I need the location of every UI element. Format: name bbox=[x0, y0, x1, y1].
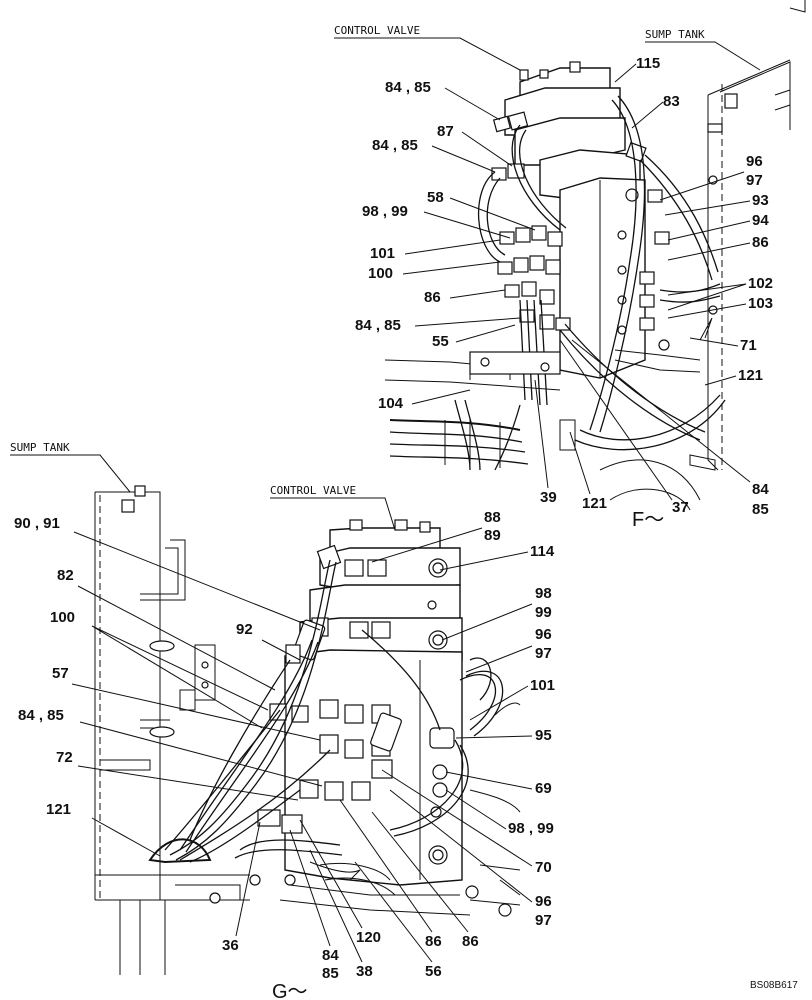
callout-55: 55 bbox=[432, 333, 449, 350]
callout-98-99-f: 98 , 99 bbox=[362, 203, 408, 220]
callout-56: 56 bbox=[425, 963, 442, 980]
callout-101-g: 101 bbox=[530, 677, 555, 694]
callout-72: 72 bbox=[56, 749, 73, 766]
view-f: CONTROL VALVE SUMP TANK 115 84 , 85 83 8… bbox=[334, 24, 791, 531]
caption-control-valve-g: CONTROL VALVE bbox=[270, 484, 356, 497]
callout-87: 87 bbox=[437, 123, 454, 140]
callout-121-f-a: 121 bbox=[738, 367, 763, 384]
callout-97-g-a: 97 bbox=[535, 645, 552, 662]
callout-120: 120 bbox=[356, 929, 381, 946]
view-label-f: F～ bbox=[632, 509, 664, 531]
callout-83: 83 bbox=[663, 93, 680, 110]
callout-37: 37 bbox=[672, 499, 689, 516]
callout-97-f: 97 bbox=[746, 172, 763, 189]
callout-121-f-b: 121 bbox=[582, 495, 607, 512]
callout-89: 89 bbox=[484, 527, 501, 544]
callout-58: 58 bbox=[427, 189, 444, 206]
callout-86-g-a: 86 bbox=[425, 933, 442, 950]
callout-93: 93 bbox=[752, 192, 769, 209]
callout-85-f: 85 bbox=[752, 501, 769, 518]
callout-102: 102 bbox=[748, 275, 773, 292]
callout-57: 57 bbox=[52, 665, 69, 682]
callout-104: 104 bbox=[378, 395, 404, 412]
callout-85-g: 85 bbox=[322, 965, 339, 982]
callout-114: 114 bbox=[530, 543, 555, 560]
caption-sump-tank-g: SUMP TANK bbox=[10, 441, 70, 454]
drawing-code: BS08B617 bbox=[750, 980, 798, 991]
callout-98-99-g: 98 , 99 bbox=[508, 820, 554, 837]
callout-36: 36 bbox=[222, 937, 239, 954]
view-label-g: G～ bbox=[272, 981, 308, 1000]
callout-92: 92 bbox=[236, 621, 253, 638]
callout-88: 88 bbox=[484, 509, 501, 526]
callout-69: 69 bbox=[535, 780, 552, 797]
callout-99-g: 99 bbox=[535, 604, 552, 621]
view-g: SUMP TANK CONTROL VALVE 88 89 90 , 91 11… bbox=[10, 441, 555, 1000]
callout-90-91: 90 , 91 bbox=[14, 515, 60, 532]
callout-84-85-c: 84 , 85 bbox=[355, 317, 401, 334]
callout-100-g: 100 bbox=[50, 609, 75, 626]
callout-84-85-b: 84 , 85 bbox=[372, 137, 418, 154]
callout-96-f: 96 bbox=[746, 153, 763, 170]
callout-97-g-b: 97 bbox=[535, 912, 552, 929]
callout-82: 82 bbox=[57, 567, 74, 584]
caption-control-valve-f: CONTROL VALVE bbox=[334, 24, 420, 37]
callout-86-f-b: 86 bbox=[424, 289, 441, 306]
callout-96-g-a: 96 bbox=[535, 626, 552, 643]
callout-121-g: 121 bbox=[46, 801, 71, 818]
callout-38: 38 bbox=[356, 963, 373, 980]
callout-100-f: 100 bbox=[368, 265, 393, 282]
callout-103: 103 bbox=[748, 295, 773, 312]
callout-101-f: 101 bbox=[370, 245, 395, 262]
callout-84-85-a: 84 , 85 bbox=[385, 79, 431, 96]
callout-94: 94 bbox=[752, 212, 769, 229]
callout-39: 39 bbox=[540, 489, 557, 506]
caption-sump-tank-f: SUMP TANK bbox=[645, 28, 705, 41]
callout-98-g: 98 bbox=[535, 585, 552, 602]
callout-84-g: 84 bbox=[322, 947, 339, 964]
callout-86-f-a: 86 bbox=[752, 234, 769, 251]
callout-84-f: 84 bbox=[752, 481, 769, 498]
callout-96-g-b: 96 bbox=[535, 893, 552, 910]
callout-86-g-b: 86 bbox=[462, 933, 479, 950]
callout-71: 71 bbox=[740, 337, 757, 354]
callout-115: 115 bbox=[636, 55, 660, 72]
callout-95: 95 bbox=[535, 727, 552, 744]
callout-70: 70 bbox=[535, 859, 552, 876]
callout-84-85-g: 84 , 85 bbox=[18, 707, 64, 724]
